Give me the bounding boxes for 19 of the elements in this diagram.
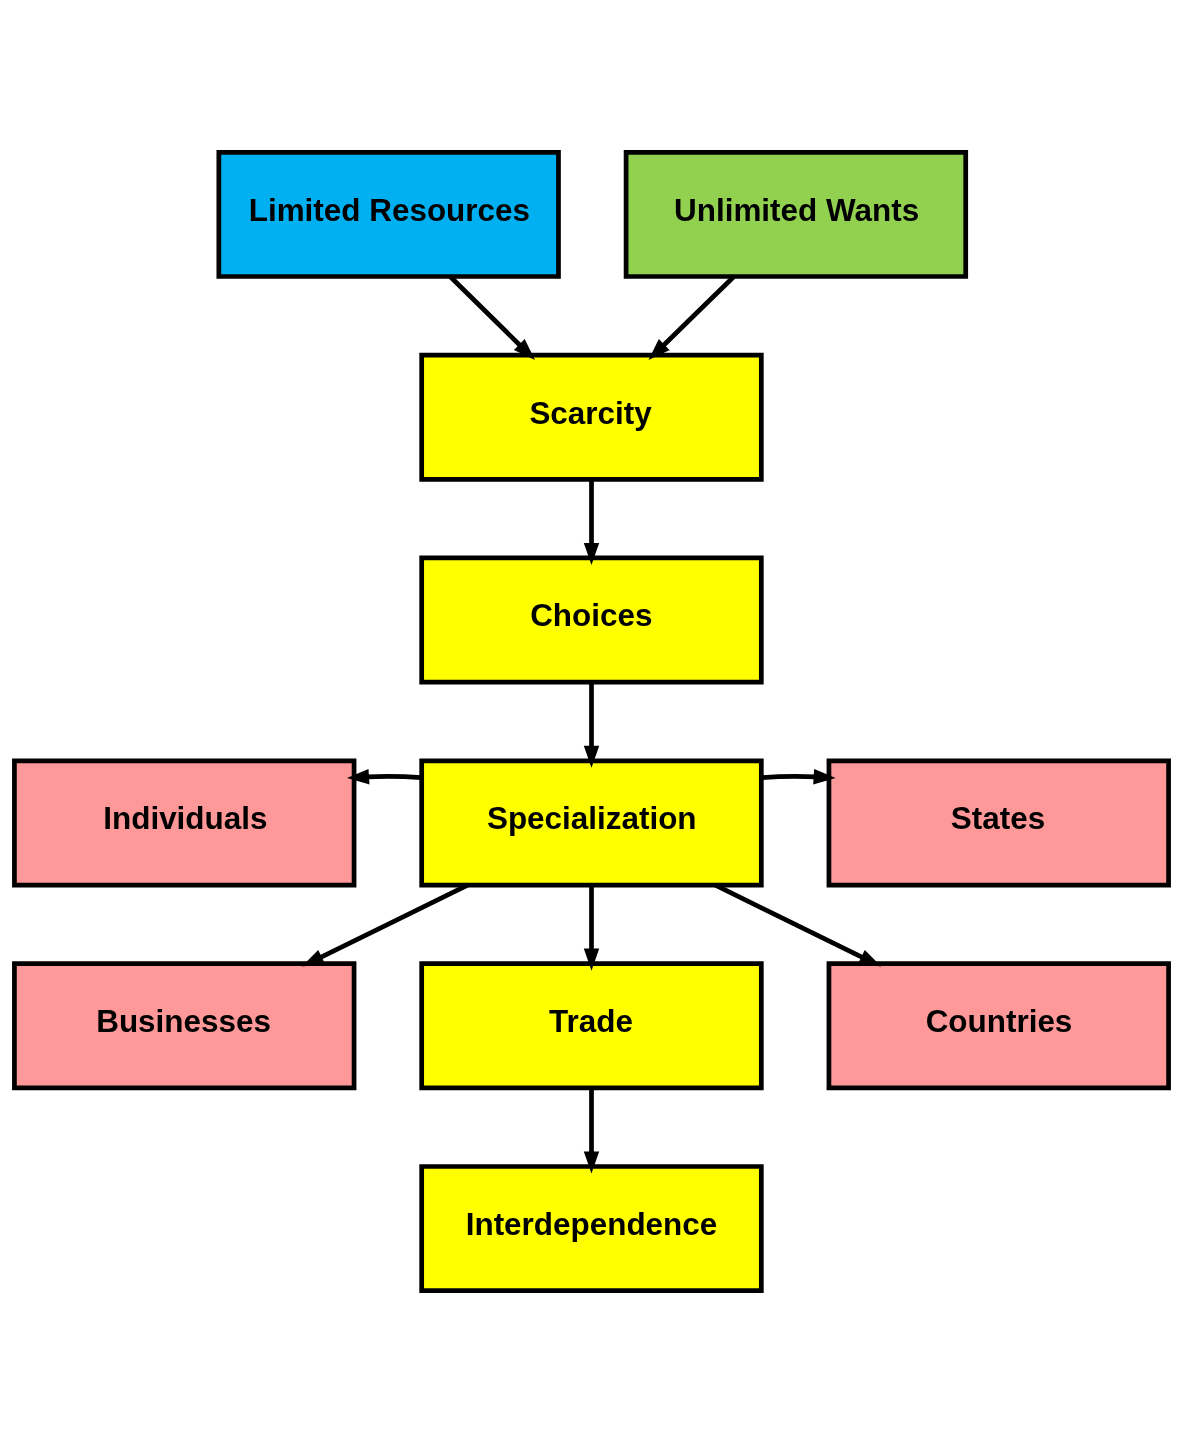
arrow (583, 479, 600, 566)
arrow (448, 275, 535, 361)
node-box: Choices (419, 555, 764, 685)
node-box: Unlimited Wants (623, 149, 969, 279)
node-box: Countries (826, 961, 1171, 1091)
arrow (583, 885, 600, 971)
node-box: Limited Resources (216, 149, 561, 279)
node-box: Scarcity (419, 352, 764, 482)
node-box: Businesses (12, 961, 357, 1091)
arrow (761, 768, 836, 785)
arrow (583, 682, 600, 768)
node-box: States (826, 758, 1171, 888)
arrow (648, 275, 736, 361)
node-box: Individuals (12, 758, 357, 888)
node-box: Trade (419, 961, 764, 1091)
arrow (346, 769, 422, 785)
arrow (583, 1088, 600, 1174)
node-box: Interdependence (419, 1164, 764, 1294)
node-box: Specialization (419, 758, 764, 888)
